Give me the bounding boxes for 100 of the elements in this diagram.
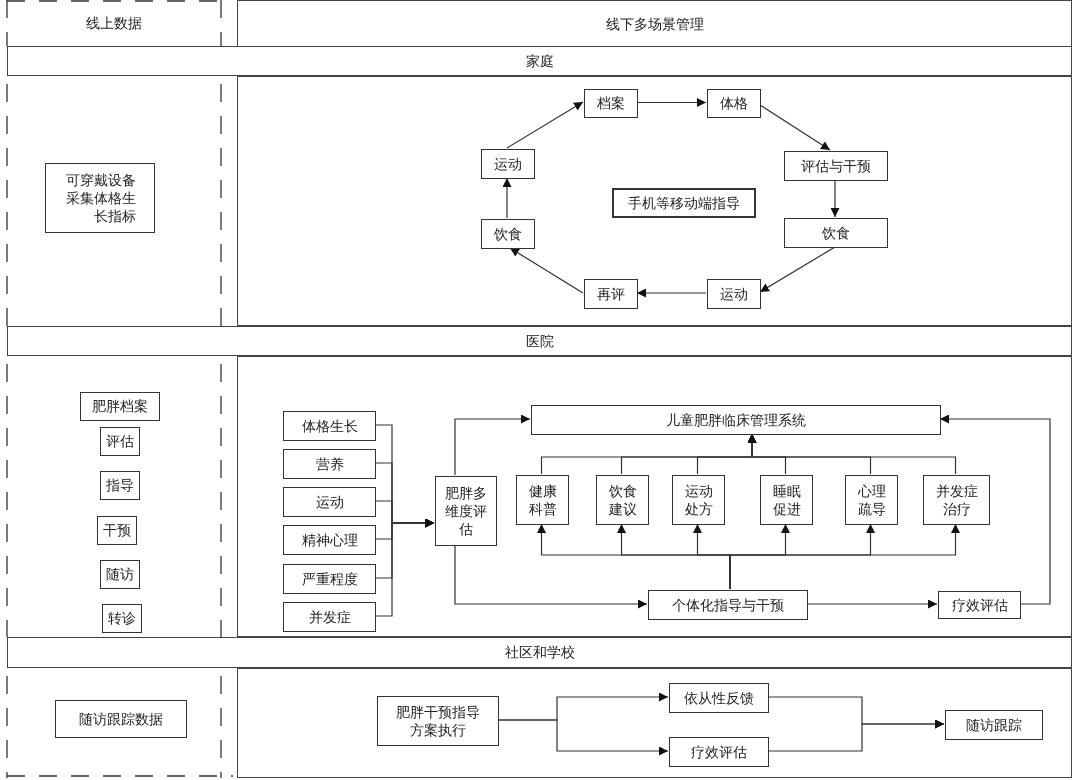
box-label: 再评 xyxy=(597,284,625,304)
box-label: 儿童肥胖临床管理系统 xyxy=(666,410,806,430)
box-label: 运动 xyxy=(494,154,522,174)
box-label: 健康科普 xyxy=(527,481,558,519)
process-box xyxy=(45,163,155,233)
process-box xyxy=(516,475,569,525)
process-box xyxy=(784,218,888,248)
section-band xyxy=(7,46,1072,76)
section-panel xyxy=(237,356,1072,637)
process-box xyxy=(283,449,376,479)
box-label: 运动处方 xyxy=(683,481,714,519)
box-label: 指导 xyxy=(106,476,134,495)
arrow xyxy=(636,288,707,298)
box-label: 随访跟踪数据 xyxy=(79,709,163,729)
box-label: 并发症治疗 xyxy=(934,481,979,519)
box-label: 体格生长 xyxy=(301,416,358,436)
box-label: 依从性反馈 xyxy=(684,688,754,708)
arrow xyxy=(636,98,707,107)
box-label: 评估与干预 xyxy=(801,156,871,176)
process-box xyxy=(672,475,725,525)
process-box xyxy=(283,487,376,517)
process-box xyxy=(669,683,769,713)
box-label: 个体化指导与干预 xyxy=(672,595,784,615)
arrow xyxy=(747,433,957,475)
arrow xyxy=(374,518,435,617)
process-box xyxy=(481,149,535,179)
process-box xyxy=(707,279,761,309)
box-label: 睡眠促进 xyxy=(771,481,802,519)
process-box xyxy=(283,411,376,441)
arrow xyxy=(729,523,960,590)
process-box xyxy=(97,516,137,545)
box-label: 肥胖多维度评估 xyxy=(444,483,488,539)
box-label: 饮食建议 xyxy=(607,481,638,519)
box-label: 医院 xyxy=(525,331,554,351)
box-label: 心理疏导 xyxy=(856,481,887,519)
process-box xyxy=(531,405,941,435)
arrow xyxy=(759,104,831,151)
arrow xyxy=(502,177,512,219)
arrow xyxy=(497,719,669,756)
section-band xyxy=(7,326,1072,356)
process-box xyxy=(283,525,376,555)
box-label: 体格 xyxy=(720,94,748,113)
box-label: 运动 xyxy=(315,492,344,512)
process-box xyxy=(648,590,808,620)
box-label: 转诊 xyxy=(108,609,136,628)
process-box xyxy=(435,476,497,546)
process-box xyxy=(923,475,990,525)
arrow xyxy=(454,544,648,609)
process-box xyxy=(784,151,888,181)
process-box xyxy=(584,279,638,309)
box-label: 饮食 xyxy=(822,223,850,243)
process-box xyxy=(938,591,1021,619)
process-box xyxy=(100,471,140,500)
process-box xyxy=(669,737,769,767)
arrow xyxy=(939,414,1051,605)
box-label: 疗效评估 xyxy=(951,595,1008,615)
box-label: 手机等移动端指导 xyxy=(628,193,740,213)
box-label: 干预 xyxy=(103,521,131,540)
process-box xyxy=(283,602,376,632)
process-box xyxy=(55,700,187,738)
process-box xyxy=(612,188,756,218)
process-box xyxy=(100,427,140,456)
box-label: 饮食 xyxy=(494,224,522,244)
arrow xyxy=(454,414,531,476)
box-label: 疗效评估 xyxy=(691,742,747,762)
box-label: 随访跟踪 xyxy=(966,715,1022,735)
box-label: 随访 xyxy=(106,565,134,584)
section-band xyxy=(7,637,1072,668)
section-panel xyxy=(237,76,1072,326)
box-label: 家庭 xyxy=(525,51,554,71)
process-box xyxy=(760,475,813,525)
box-label: 严重程度 xyxy=(301,569,358,589)
arrow xyxy=(509,247,584,294)
arrow xyxy=(759,246,836,293)
process-box xyxy=(596,475,649,525)
process-box xyxy=(80,392,160,421)
box-label: 运动 xyxy=(720,284,748,304)
process-box xyxy=(283,564,376,594)
box-label: 线下多场景管理 xyxy=(605,15,704,34)
box-label: 线上数据 xyxy=(86,14,142,33)
arrow xyxy=(506,101,584,149)
box-label: 营养 xyxy=(315,454,344,474)
box-label: 肥胖档案 xyxy=(92,397,148,416)
box-label: 社区和学校 xyxy=(504,643,575,662)
box-label: 档案 xyxy=(597,94,625,113)
process-box xyxy=(100,560,140,589)
process-box xyxy=(707,89,761,118)
process-box xyxy=(377,696,499,746)
box-label: 评估 xyxy=(106,432,134,451)
arrow xyxy=(767,719,945,752)
arrow xyxy=(830,179,840,218)
box-label: 肥胖干预指导方案执行 xyxy=(396,702,480,740)
process-box xyxy=(845,475,898,525)
box-label: 精神心理 xyxy=(301,530,358,550)
arrow xyxy=(806,599,938,609)
process-box xyxy=(481,219,535,249)
process-box xyxy=(102,604,142,633)
box-label: 可穿戴设备采集体格生长指标 xyxy=(65,170,136,226)
box-label: 并发症 xyxy=(308,607,351,627)
process-box xyxy=(945,710,1043,740)
